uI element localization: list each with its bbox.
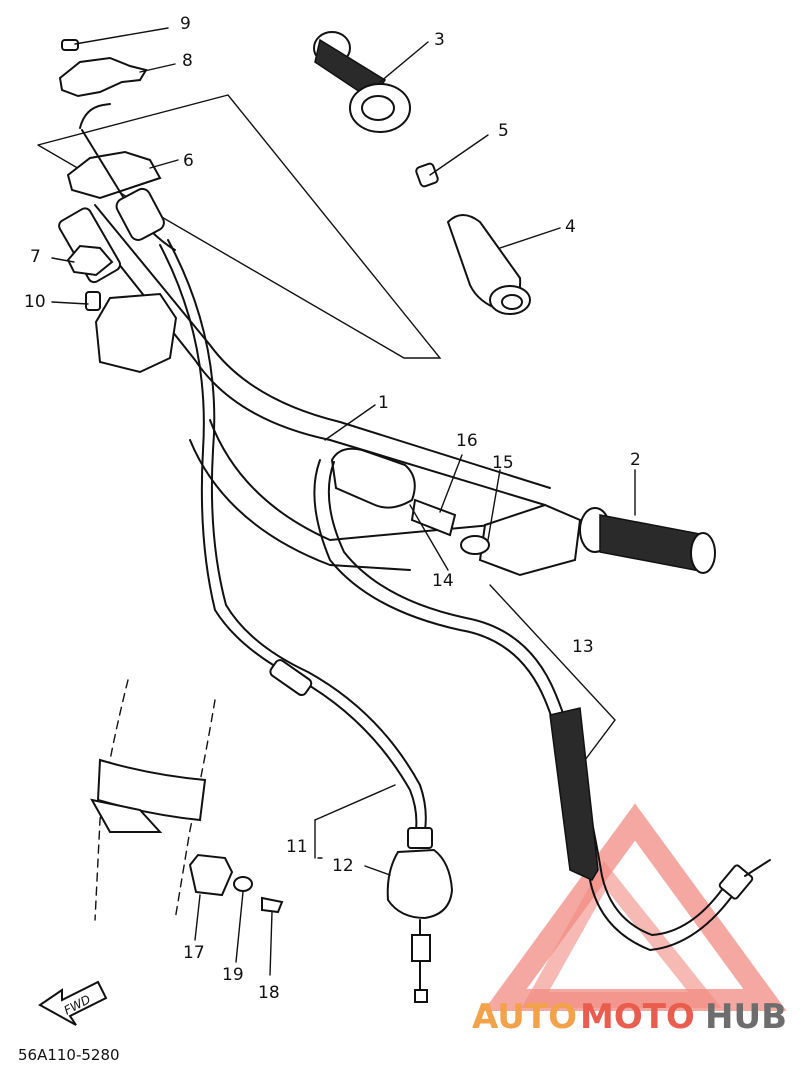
- bolts: [61, 39, 439, 311]
- group-bracket-lines: [37, 94, 616, 859]
- throttle-cable: [313, 459, 771, 951]
- watermark-text: AUTO MOTO HUB: [472, 997, 787, 1037]
- callout-7: 7: [30, 247, 41, 267]
- callout-leaders: [51, 27, 636, 976]
- clutch-lever-assembly: [58, 56, 178, 374]
- callout-12: 12: [332, 856, 354, 876]
- callout-9: 9: [180, 14, 191, 34]
- callout-10: 10: [24, 292, 46, 312]
- callout-2: 2: [630, 450, 641, 470]
- callout-numbers: 9 8 3 5 4 6 7 10 1 2 16 15 14 13 11 12 1…: [24, 14, 641, 1003]
- fork-tube: [90, 679, 216, 921]
- callout-6: 6: [183, 151, 194, 171]
- callout-13: 13: [572, 637, 594, 657]
- callout-14: 14: [432, 571, 454, 591]
- callout-1: 1: [378, 393, 389, 413]
- callout-8: 8: [182, 51, 193, 71]
- throttle-housing: [330, 447, 582, 577]
- grip-part-3: [313, 31, 411, 133]
- watermark-logo: [483, 803, 787, 1011]
- cable-guide-part-17: [188, 853, 284, 914]
- watermark-auto: AUTO: [472, 997, 577, 1037]
- right-grip-part-2: [579, 507, 716, 574]
- callout-11: 11: [286, 837, 308, 857]
- callout-18: 18: [258, 983, 280, 1003]
- callout-3: 3: [434, 30, 445, 50]
- watermark-hub: HUB: [705, 997, 787, 1037]
- throttle-tube-part-4: [446, 214, 531, 315]
- callout-5: 5: [498, 121, 509, 141]
- callout-19: 19: [222, 965, 244, 985]
- callout-16: 16: [456, 431, 478, 451]
- callout-17: 17: [183, 943, 205, 963]
- cable-adjuster-part-12: [386, 827, 454, 1003]
- forward-arrow-label: FWD: [62, 992, 93, 1018]
- forward-arrow: FWD: [38, 980, 108, 1026]
- diagram-code: 56A110-5280: [18, 1046, 120, 1064]
- callout-4: 4: [565, 217, 576, 237]
- callout-15: 15: [492, 453, 514, 473]
- clutch-cable: [159, 239, 427, 831]
- watermark-moto: MOTO: [580, 997, 695, 1037]
